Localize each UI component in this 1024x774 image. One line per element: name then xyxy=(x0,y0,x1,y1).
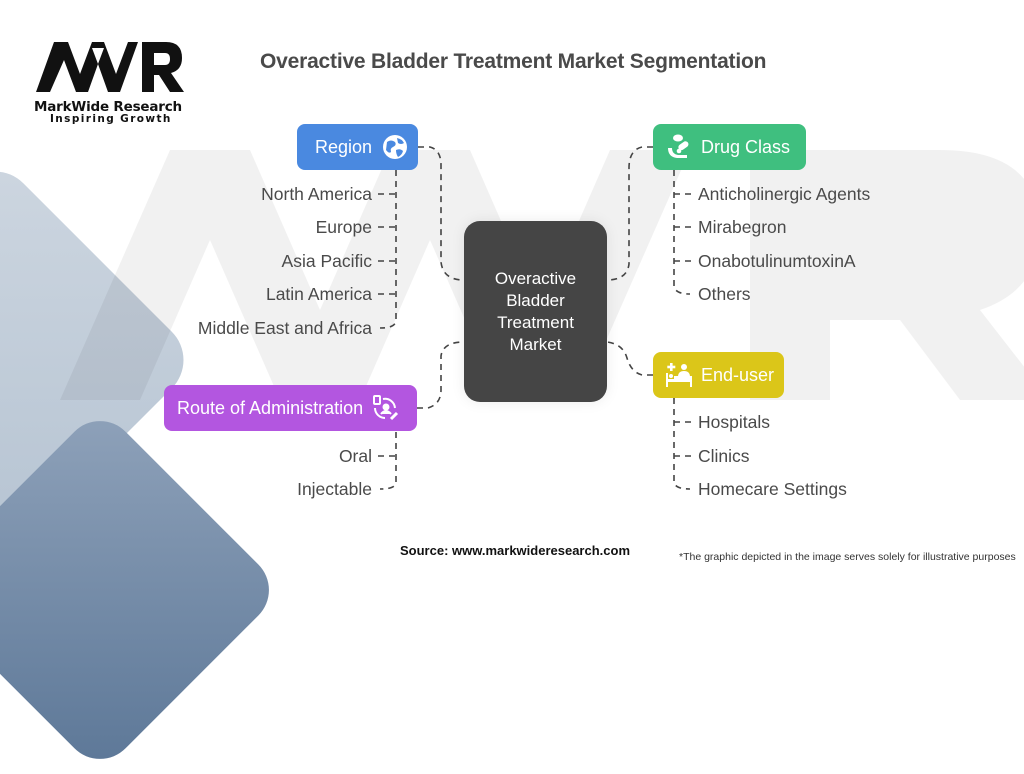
list-item: Homecare Settings xyxy=(698,479,847,499)
list-item: Clinics xyxy=(698,446,750,466)
disclaimer-text: *The graphic depicted in the image serve… xyxy=(679,551,1016,563)
brand-logo: MarkWide Research Inspiring Growth xyxy=(34,40,194,125)
list-item: North America xyxy=(261,184,372,204)
globe-icon xyxy=(381,133,409,161)
segment-route-label: Route of Administration xyxy=(177,397,364,418)
user-switch-icon xyxy=(371,394,399,422)
mwr-logo-mark-icon xyxy=(36,42,184,92)
list-item: Oral xyxy=(338,446,372,466)
list-item: Hospitals xyxy=(698,412,770,432)
brand-name: MarkWide Research xyxy=(34,99,182,115)
list-item: Anticholinergic Agents xyxy=(698,184,871,204)
center-topic-label: Overactive Bladder Treatment Market xyxy=(494,268,577,354)
segment-drug-class-label: Drug Class xyxy=(701,136,791,157)
connector-end-items xyxy=(673,398,691,490)
segment-region: Region xyxy=(297,124,418,170)
connector-route-center xyxy=(417,341,465,409)
segment-drug-class: Drug Class xyxy=(653,124,806,170)
center-topic: Overactive Bladder Treatment Market xyxy=(464,221,607,402)
segment-route-of-administration: Route of Administration xyxy=(164,385,417,431)
connector-region-items xyxy=(379,170,397,329)
page-title: Overactive Bladder Treatment Market Segm… xyxy=(260,50,767,73)
connector-route-items xyxy=(379,432,397,490)
hospital-bed-icon xyxy=(665,361,693,389)
segment-end-user-label: End-user xyxy=(701,364,775,385)
list-item: Others xyxy=(698,284,751,304)
list-item: Europe xyxy=(315,217,372,237)
list-item: OnabotulinumtoxinA xyxy=(698,251,856,271)
list-item: Latin America xyxy=(265,284,372,304)
segment-region-label: Region xyxy=(315,136,373,157)
brand-tagline: Inspiring Growth xyxy=(50,113,172,125)
connector-end-center xyxy=(606,341,653,376)
list-item: Injectable xyxy=(297,479,372,499)
list-item: Mirabegron xyxy=(698,217,787,237)
source-link[interactable]: Source: www.markwideresearch.com xyxy=(400,543,631,558)
segment-end-user: End-user xyxy=(653,352,784,398)
list-item: Middle East and Africa xyxy=(197,318,372,338)
connector-lines xyxy=(378,146,692,490)
pill-hand-icon xyxy=(665,133,693,161)
list-item: Asia Pacific xyxy=(281,251,372,271)
connector-region-center xyxy=(418,146,465,281)
connector-drug-center xyxy=(606,146,653,281)
connector-drug-items xyxy=(673,170,691,295)
